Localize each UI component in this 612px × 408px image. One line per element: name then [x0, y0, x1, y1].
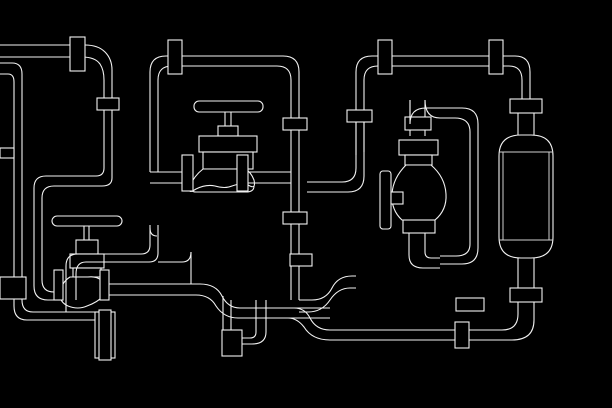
- pipe-run-bottom-right: [330, 287, 543, 349]
- flange-left-edge: [0, 147, 15, 159]
- pipe-loop-right-inner: [409, 99, 479, 265]
- pipe-loop-center-right: [299, 275, 356, 313]
- pipe-loop-upper-center: [149, 55, 300, 172]
- pipe-riser-left-inner: [96, 97, 120, 160]
- pipe-riser-left: [13, 150, 95, 321]
- pipe-detail-center-descend: [158, 251, 192, 284]
- pipe-run-bottom: [109, 283, 330, 319]
- pipe-leg-top-right-left: [330, 122, 365, 193]
- valve-globe-upper: [181, 100, 264, 193]
- pipe-detail-left-bottom: [65, 292, 77, 312]
- flange-upper-center-right: [282, 117, 308, 131]
- pipe-loop-middle: [65, 240, 159, 300]
- valve-globe-lower: [51, 215, 123, 309]
- flange-top-right-left: [377, 39, 393, 75]
- pipe-run-top-right: [355, 55, 531, 155]
- flange-upper-center-left: [167, 39, 183, 75]
- flange-top-right-mid: [346, 109, 373, 123]
- handwheel-vertical-valve[interactable]: [379, 170, 404, 230]
- handwheel-lower[interactable]: [51, 215, 123, 240]
- pipe-u-bend-bottom-center: [149, 225, 159, 240]
- coupling-bottom-mid: [289, 253, 313, 267]
- flange-left-lower: [0, 276, 27, 300]
- flange-bottom-left: [94, 309, 116, 361]
- pipe-loop-left: [33, 160, 113, 286]
- flange-top-left: [69, 36, 86, 72]
- handwheel-upper[interactable]: [193, 100, 264, 128]
- flange-top-right-right: [488, 39, 504, 75]
- coupling-bottom-center: [221, 329, 243, 357]
- pipe-elbow-bottom-right-left: [287, 307, 331, 341]
- pipe-run-top-left: [0, 44, 113, 152]
- pipe-run-to-upper-valve: [150, 171, 291, 184]
- vessel-filter: [498, 98, 554, 292]
- pipe-connector-center-right: [307, 181, 330, 193]
- valve-globe-vertical: [379, 100, 447, 269]
- pipe-riser-center: [282, 130, 308, 300]
